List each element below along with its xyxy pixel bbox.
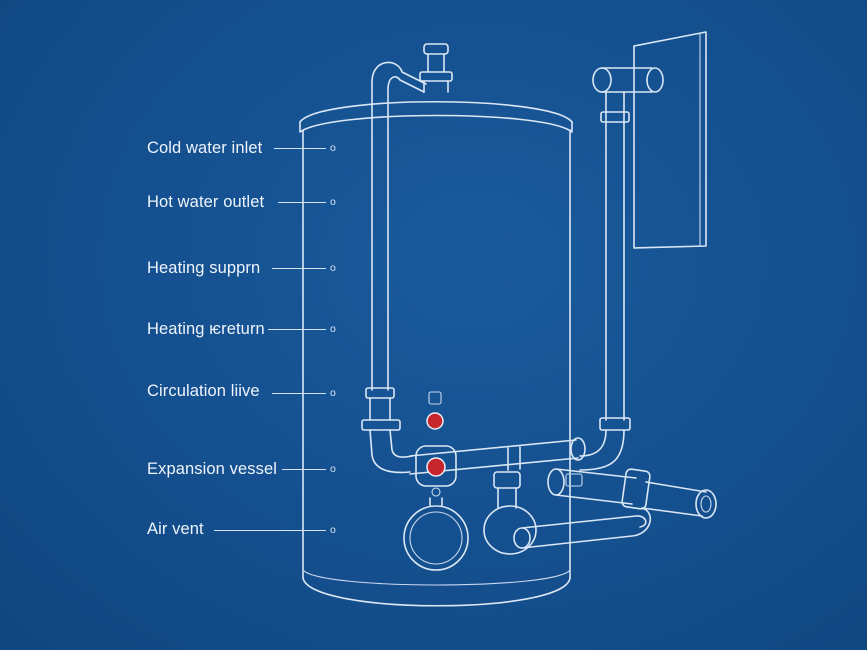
storage-tank <box>299 100 573 607</box>
side-outlet-pipe <box>547 468 717 519</box>
top-nozzle <box>419 43 453 93</box>
terminal-marker: o <box>330 142 336 154</box>
terminal-marker: o <box>330 387 336 399</box>
leader-line <box>278 202 326 203</box>
terminal-marker: o <box>330 262 336 274</box>
circulation-pump <box>483 471 652 555</box>
leader-line <box>272 393 326 394</box>
return-riser <box>579 67 664 471</box>
label-air-vent: Air vent <box>147 520 204 538</box>
label-circulation-line: Circulation liive <box>147 382 260 400</box>
pressure-gauge-upper <box>426 391 444 430</box>
label-heating-return: Heating ѥreturn <box>147 320 265 338</box>
terminal-marker: o <box>330 196 336 208</box>
inlet-pipe <box>361 61 427 474</box>
leader-line <box>282 469 326 470</box>
wall-panel <box>633 31 707 249</box>
label-heating-supply: Heating supprn <box>147 259 261 277</box>
terminal-marker: o <box>330 323 336 335</box>
label-expansion-vessel: Expansion vessel <box>147 460 278 478</box>
label-cold-water-inlet: Cold water inlet <box>147 139 263 157</box>
leader-line <box>274 148 326 149</box>
leader-line <box>268 329 326 330</box>
leader-line <box>272 268 326 269</box>
leader-line <box>214 530 326 531</box>
terminal-marker: o <box>330 463 336 475</box>
pressure-gauge-lower <box>426 457 446 477</box>
terminal-marker: o <box>330 524 336 536</box>
expansion-vessel <box>403 487 469 571</box>
label-hot-water-outlet: Hot water outlet <box>147 193 265 211</box>
